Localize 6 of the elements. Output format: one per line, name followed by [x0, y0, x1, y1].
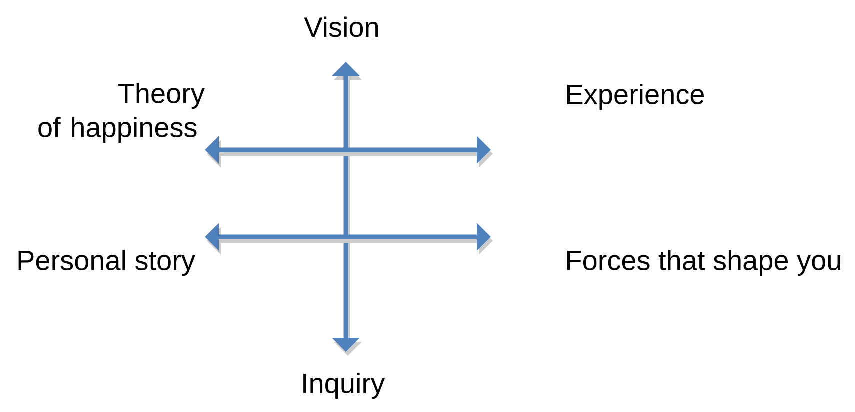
label-text: Vision: [304, 16, 378, 38]
label-text: Forces that shape you: [568, 250, 840, 276]
label-text: Inquiry: [304, 372, 385, 400]
label-text: Experience: [568, 84, 704, 110]
label-text: Personal story: [18, 250, 196, 276]
label-text: Theory of happiness: [38, 82, 205, 144]
